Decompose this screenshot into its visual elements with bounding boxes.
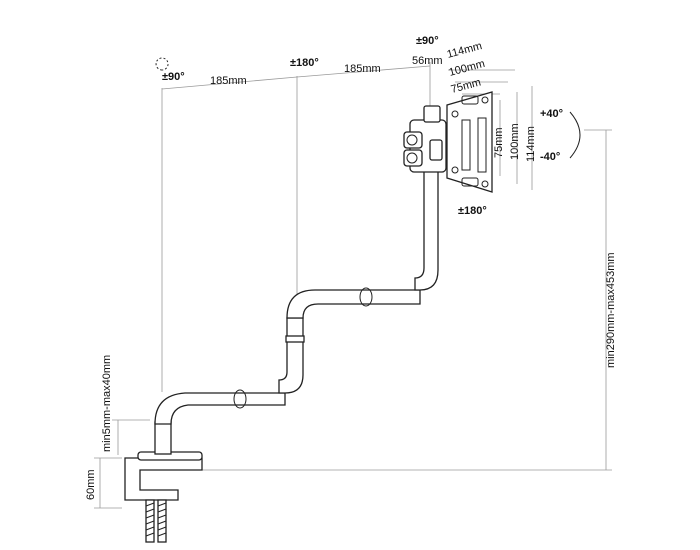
rotation-label-top: ±90° [416, 35, 439, 47]
vesa-horizontal-114: 114mm [446, 40, 484, 61]
rotation-label-bottom: ±180° [458, 205, 487, 217]
elbow-riser [278, 317, 304, 394]
tilt-up-label: +40° [540, 108, 563, 120]
clamp-height-label: 60mm [85, 469, 97, 500]
vesa-vertical-75: 75mm [493, 127, 505, 158]
height-range-label: min290mm-max453mm [605, 252, 617, 368]
upper-arm [286, 289, 421, 319]
tilt-down-label: -40° [540, 151, 560, 163]
desk-thickness-label: min5mm-max40mm [101, 355, 113, 452]
vesa-vertical-100: 100mm [509, 123, 521, 160]
base-pole [154, 421, 172, 455]
dimension-lines [94, 62, 612, 509]
tilt-arc [569, 111, 581, 159]
arm-structure [124, 91, 581, 543]
offset-label: 56mm [412, 55, 443, 67]
arm2-length-label: 185mm [344, 63, 381, 75]
rotation-icon-left [155, 57, 169, 71]
desk-clamp [124, 457, 203, 501]
vesa-horizontal-75: 75mm [450, 76, 483, 96]
vesa-plate [446, 91, 493, 193]
vesa-vertical-114: 114mm [525, 126, 537, 162]
vesa-horizontal-100: 100mm [448, 58, 487, 79]
arm1-length-label: 185mm [210, 75, 247, 87]
clamp-screw [145, 499, 167, 543]
head-riser [414, 159, 439, 291]
lower-arm [154, 392, 286, 425]
rotation-label-mid: ±180° [290, 57, 319, 69]
rotation-label-left: ±90° [162, 71, 185, 83]
